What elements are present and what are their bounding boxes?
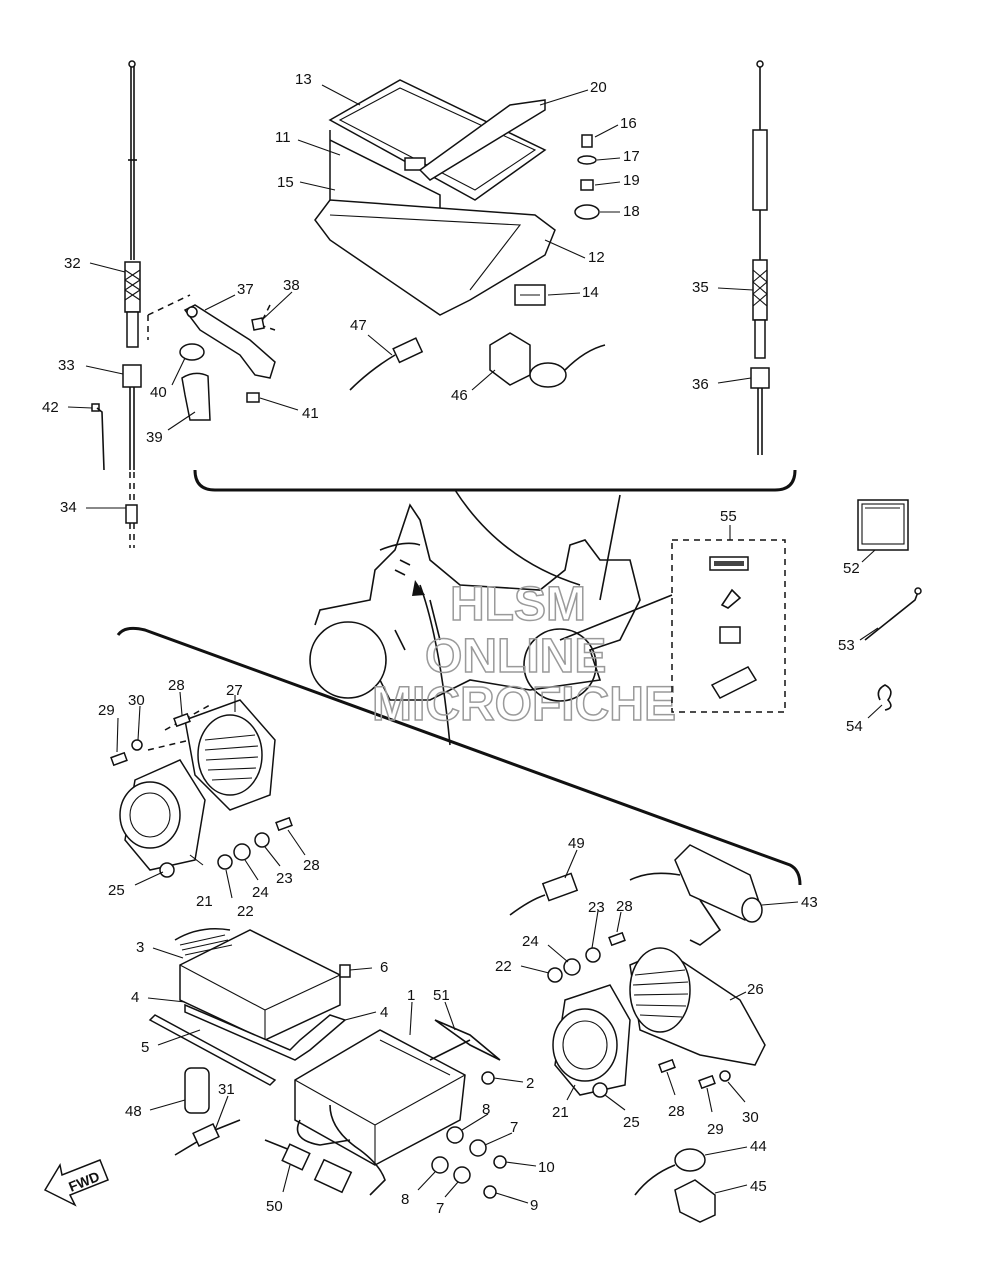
label-6: 6	[380, 959, 388, 976]
label-32: 32	[64, 255, 81, 272]
label-1: 1	[407, 987, 415, 1004]
label-49: 49	[568, 835, 585, 852]
label-22-left: 22	[237, 903, 254, 920]
label-29-right: 29	[707, 1121, 724, 1138]
right-antenna	[750, 60, 770, 455]
label-26: 26	[747, 981, 764, 998]
label-3: 3	[136, 939, 144, 956]
label-15: 15	[277, 174, 294, 191]
label-43: 43	[801, 894, 818, 911]
watermark-line-2: ONLINE	[425, 630, 606, 683]
label-8-bottom: 8	[401, 1191, 409, 1208]
label-2: 2	[526, 1075, 534, 1092]
label-53: 53	[838, 637, 855, 654]
label-11: 11	[275, 129, 291, 146]
label-28-right-top: 28	[616, 898, 633, 915]
radio-box-assembly	[314, 79, 556, 316]
label-41: 41	[302, 405, 319, 422]
label-28-right: 28	[668, 1103, 685, 1120]
label-27: 27	[226, 682, 243, 699]
lower-group-bracket	[116, 626, 802, 886]
label-4-right: 4	[380, 1004, 388, 1021]
label-28-top: 28	[168, 677, 185, 694]
unit-1	[294, 1019, 507, 1199]
label-7-bottom: 7	[436, 1200, 444, 1217]
label-17: 17	[623, 148, 640, 165]
label-37: 37	[237, 281, 254, 298]
label-14: 14	[582, 284, 599, 301]
label-31: 31	[218, 1081, 235, 1098]
label-40: 40	[150, 384, 167, 401]
label-52: 52	[843, 560, 860, 577]
watermark-line-1: HLSM	[450, 578, 586, 631]
label-44: 44	[750, 1138, 767, 1155]
label-39: 39	[146, 429, 163, 446]
label-33: 33	[58, 357, 75, 374]
label-8-top: 8	[482, 1101, 490, 1118]
label-35: 35	[692, 279, 709, 296]
label-23-left: 23	[276, 870, 293, 887]
label-28-left: 28	[303, 857, 320, 874]
label-18: 18	[623, 203, 640, 220]
label-42: 42	[42, 399, 59, 416]
label-45: 45	[750, 1178, 767, 1195]
label-22-right: 22	[495, 958, 512, 975]
label-21-left: 21	[196, 893, 213, 910]
label-51: 51	[433, 987, 450, 1004]
callout-labels: 13 11 15 20 16 17 19 18 12 14 32 33 42 3…	[42, 71, 883, 1217]
label-48: 48	[125, 1103, 142, 1120]
label-5: 5	[141, 1039, 149, 1056]
watermark-line-3: MICROFICHE	[372, 678, 676, 731]
label-25-left: 25	[108, 882, 125, 899]
label-47: 47	[350, 317, 367, 334]
label-38: 38	[283, 277, 300, 294]
label-36: 36	[692, 376, 709, 393]
right-speaker	[552, 844, 766, 1096]
label-9: 9	[530, 1197, 538, 1214]
label-16: 16	[620, 115, 637, 132]
label-24-right: 24	[522, 933, 539, 950]
label-4-left: 4	[131, 989, 139, 1006]
left-antenna	[91, 60, 142, 548]
top-group-bracket	[193, 469, 797, 492]
label-20: 20	[590, 79, 607, 96]
label-10: 10	[538, 1159, 555, 1176]
label-21-right: 21	[552, 1104, 569, 1121]
fwd-arrow: FWD	[43, 1159, 109, 1207]
label-29-left: 29	[98, 702, 115, 719]
label-13: 13	[295, 71, 312, 88]
label-46: 46	[451, 387, 468, 404]
label-55: 55	[720, 508, 737, 525]
label-25-right: 25	[623, 1114, 640, 1131]
label-54: 54	[846, 718, 863, 735]
left-speaker	[119, 699, 276, 871]
bolt-stack-16-19	[574, 134, 600, 220]
label-30-right: 30	[742, 1109, 759, 1126]
label-24-left: 24	[252, 884, 269, 901]
motorcycle-outline	[309, 503, 641, 702]
label-23-right: 23	[588, 899, 605, 916]
label-30-left: 30	[128, 692, 145, 709]
label-50: 50	[266, 1198, 283, 1215]
amplifier-3	[148, 927, 351, 1086]
label-7-top: 7	[510, 1119, 518, 1136]
label-19: 19	[623, 172, 640, 189]
label-34: 34	[60, 499, 77, 516]
label-kit-box	[671, 539, 786, 713]
label-12: 12	[588, 249, 605, 266]
